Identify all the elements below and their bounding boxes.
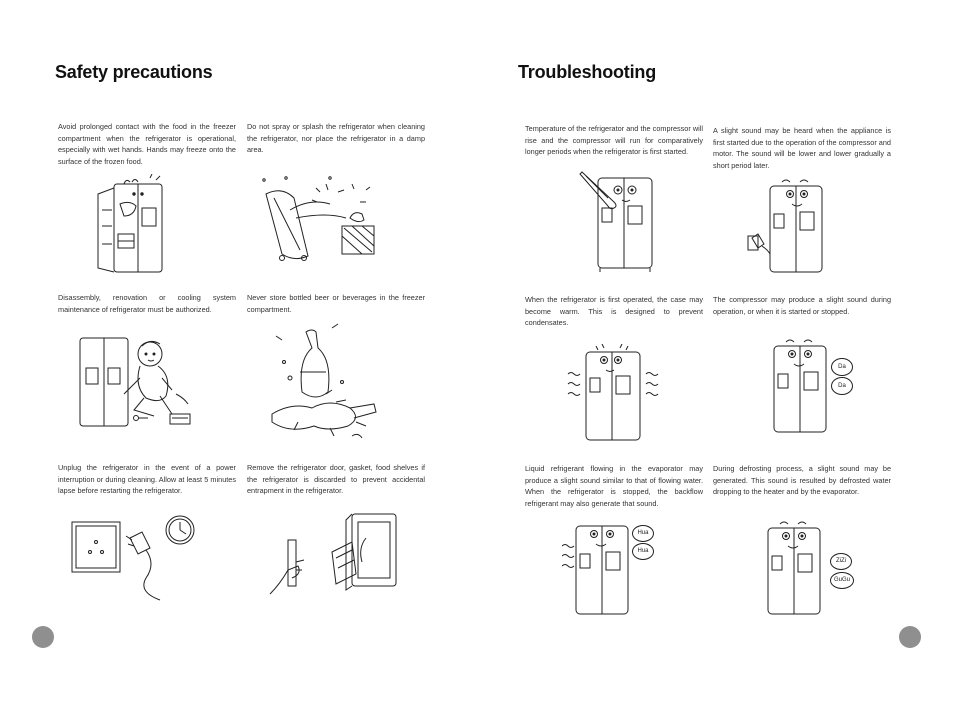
sound-bubble-gugu: GuGu xyxy=(830,572,854,589)
page-title-safety: Safety precautions xyxy=(55,62,213,82)
safety-item-2: Do not spray or splash the refrigerator … xyxy=(247,121,425,156)
trouble-item-5-text: Liquid refrigerant flowing in the evapor… xyxy=(525,464,703,508)
sound-bubble-hua-1-text: Hua xyxy=(637,530,649,536)
safety-item-3-text: Disassembly, renovation or cooling syste… xyxy=(58,293,236,314)
remove-door-illustration xyxy=(266,508,406,600)
sound-bubble-hua-2-text: Hua xyxy=(637,548,649,554)
safety-item-2-text: Do not spray or splash the refrigerator … xyxy=(247,122,425,155)
sound-bubble-hua-2: Hua xyxy=(632,543,654,560)
sound-bubble-da-2: Da xyxy=(831,377,853,395)
page-marker-left xyxy=(32,626,54,648)
safety-item-1: Avoid prolonged contact with the food in… xyxy=(58,121,236,167)
sound-bubble-zizi-text: ZiZi xyxy=(836,558,846,564)
trouble-item-3: When the refrigerator is first operated,… xyxy=(525,294,703,329)
page-marker-right xyxy=(899,626,921,648)
sound-bubble-da-1-text: Da xyxy=(838,364,846,370)
fridge-open-hands-illustration xyxy=(90,174,170,276)
fridge-refrigerant-flow-illustration xyxy=(562,518,632,618)
safety-item-1-text: Avoid prolonged contact with the food in… xyxy=(58,122,236,166)
trouble-item-6: During defrosting process, a slight soun… xyxy=(713,463,891,498)
fridge-plug-illustration xyxy=(746,176,826,276)
safety-item-3: Disassembly, renovation or cooling syste… xyxy=(58,292,236,315)
sound-bubble-zizi: ZiZi xyxy=(830,553,852,570)
trouble-item-6-text: During defrosting process, a slight soun… xyxy=(713,464,891,497)
sound-bubble-gugu-text: GuGu xyxy=(833,577,850,583)
sound-bubble-hua-1: Hua xyxy=(632,525,654,542)
fridge-compressor-sound-illustration xyxy=(764,336,834,436)
fridge-water-spray-illustration xyxy=(256,174,384,266)
page-title-troubleshooting: Troubleshooting xyxy=(518,62,656,82)
safety-item-5: Unplug the refrigerator in the event of … xyxy=(58,462,236,497)
exploding-bottle-illustration xyxy=(270,322,382,442)
trouble-item-1: Temperature of the refrigerator and the … xyxy=(525,123,703,158)
fridge-thermometer-illustration xyxy=(578,168,658,272)
trouble-item-3-text: When the refrigerator is first operated,… xyxy=(525,295,703,328)
fridge-warm-case-illustration xyxy=(566,344,660,444)
trouble-item-4-text: The compressor may produce a slight soun… xyxy=(713,295,891,316)
trouble-item-2: A slight sound may be heard when the app… xyxy=(713,125,891,171)
safety-item-4: Never store bottled beer or beverages in… xyxy=(247,292,425,315)
unplug-outlet-clock-illustration xyxy=(70,512,200,602)
trouble-item-2-text: A slight sound may be heard when the app… xyxy=(713,126,891,170)
safety-item-6: Remove the refrigerator door, gasket, fo… xyxy=(247,462,425,497)
fridge-repair-child-illustration xyxy=(78,334,194,430)
trouble-item-1-text: Temperature of the refrigerator and the … xyxy=(525,124,703,157)
safety-item-5-text: Unplug the refrigerator in the event of … xyxy=(58,463,236,496)
sound-bubble-da-2-text: Da xyxy=(838,383,846,389)
trouble-item-4: The compressor may produce a slight soun… xyxy=(713,294,891,317)
trouble-item-5: Liquid refrigerant flowing in the evapor… xyxy=(525,463,703,509)
safety-item-4-text: Never store bottled beer or beverages in… xyxy=(247,293,425,314)
safety-item-6-text: Remove the refrigerator door, gasket, fo… xyxy=(247,463,425,496)
fridge-defrost-sound-illustration xyxy=(760,518,830,618)
sound-bubble-da-1: Da xyxy=(831,358,853,376)
